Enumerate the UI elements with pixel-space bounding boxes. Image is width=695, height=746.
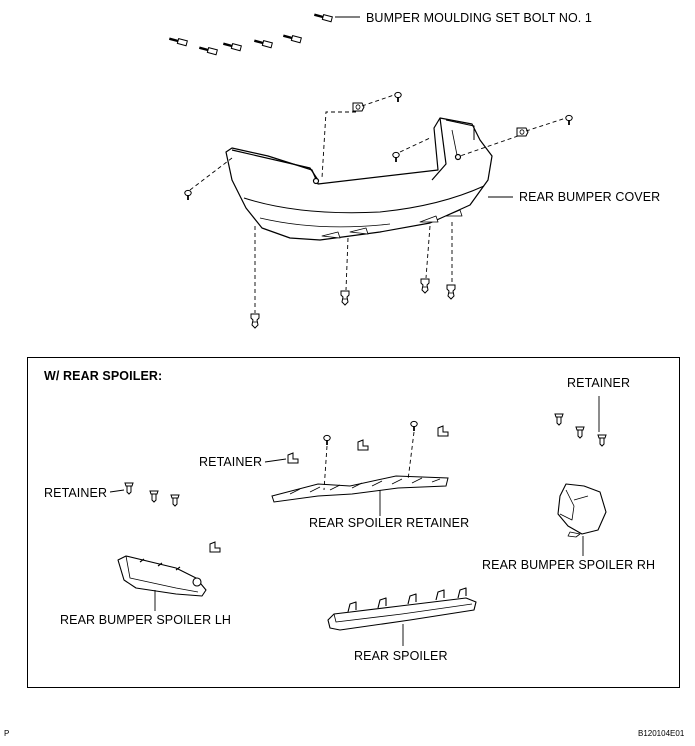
footer-right: B120104E01: [638, 729, 685, 738]
section-title: W/ REAR SPOILER:: [44, 369, 163, 383]
rear-bumper-cover-drawing: [225, 117, 493, 241]
label-rear-spoiler-retainer: REAR SPOILER RETAINER: [309, 516, 470, 530]
w-rear-spoiler-frame: [27, 357, 680, 688]
leader-lines-inset: [109, 396, 600, 646]
label-retainer-right: RETAINER: [567, 376, 631, 390]
rear-spoiler-retainer-drawing: [271, 475, 449, 503]
rear-bumper-spoiler-lh-drawing: [117, 555, 207, 597]
label-rear-bumper-spoiler-lh: REAR BUMPER SPOILER LH: [60, 613, 231, 627]
label-bumper-moulding-bolt: BUMPER MOULDING SET BOLT NO. 1: [366, 11, 592, 25]
footer-left: P: [4, 729, 10, 738]
moulding-bolts: [167, 11, 334, 56]
assembly-lines-spoiler: [323, 431, 415, 491]
label-rear-bumper-spoiler-rh: REAR BUMPER SPOILER RH: [482, 558, 656, 572]
label-rear-bumper-cover: REAR BUMPER COVER: [519, 190, 661, 204]
rear-spoiler-drawing: [327, 587, 477, 631]
label-rear-spoiler: REAR SPOILER: [354, 649, 448, 663]
assembly-lines-bumper: [189, 94, 567, 313]
label-retainer-center: RETAINER: [199, 455, 263, 469]
label-retainer-left: RETAINER: [44, 486, 108, 500]
leader-lines-top: [335, 16, 513, 198]
rear-bumper-spoiler-rh-drawing: [557, 483, 607, 538]
